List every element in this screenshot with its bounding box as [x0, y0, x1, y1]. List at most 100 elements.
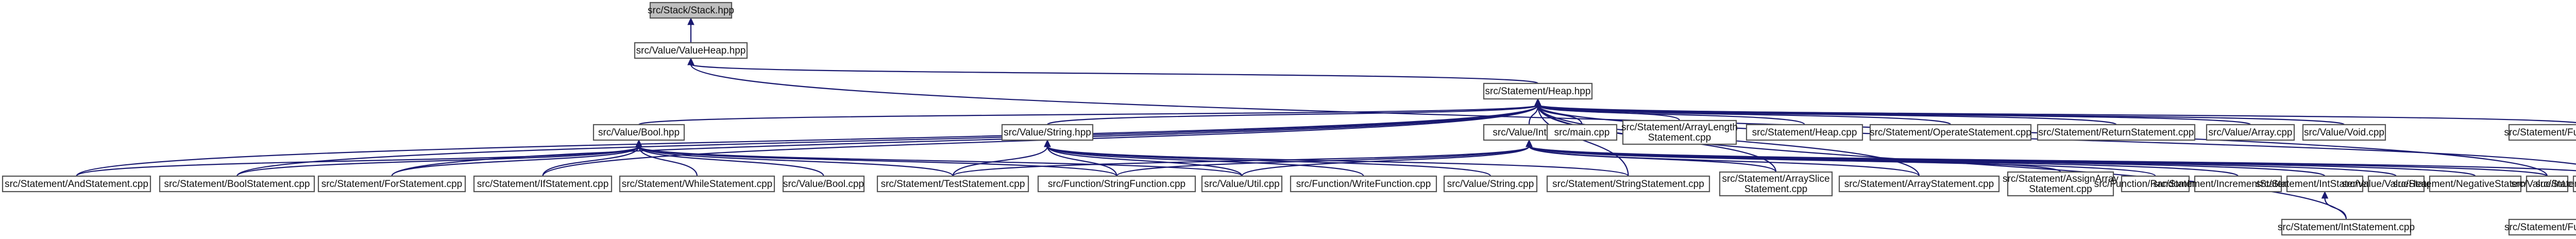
node-boolstmt-cpp[interactable]: src/Statement/BoolStatement.cpp [159, 175, 315, 193]
node-label: src/Function/RandomInt.cpp [2094, 179, 2217, 190]
node-box[interactable] [592, 124, 685, 141]
node-void-cpp[interactable]: src/Value/Void.cpp [2302, 124, 2386, 141]
node-box[interactable] [649, 2, 733, 19]
node-box[interactable] [2429, 175, 2522, 193]
node-box[interactable] [2121, 175, 2190, 193]
node-funcstmt-cpp[interactable]: src/Statement/FunctionStatement.cpp [2504, 218, 2576, 236]
node-box[interactable] [619, 175, 775, 193]
node-bool-cpp[interactable]: src/Value/Bool.cpp [782, 175, 865, 193]
node-stmtheap-cpp[interactable]: src/Statement/Heap.cpp [1745, 124, 1863, 141]
edge-arrowhead [687, 57, 694, 65]
node-box[interactable] [1290, 175, 1437, 193]
node-stringfunc-cpp[interactable]: src/Function/StringFunction.cpp [1037, 175, 1196, 193]
node-negative-cpp[interactable]: src/Statement/NegativeStatement.cpp [2393, 175, 2558, 193]
node-box[interactable] [2508, 218, 2576, 236]
node-array-cpp[interactable]: src/Value/Array.cpp [2206, 124, 2295, 141]
node-label: src/Statement/Heap.cpp [1752, 127, 1857, 138]
node-box[interactable] [2206, 124, 2295, 141]
node-box[interactable] [2572, 175, 2576, 193]
edge-arrowhead [1526, 139, 1533, 147]
edge-arrowhead [1044, 139, 1051, 147]
edge-stringfunc_cpp-to-string_hpp [1046, 146, 1117, 177]
node-box[interactable] [1546, 124, 1618, 141]
node-randomint-cpp[interactable]: src/Function/RandomInt.cpp [2094, 175, 2217, 193]
node-util-cpp[interactable]: src/Value/Util.cpp [1201, 175, 1283, 193]
node-stmtheap-hpp[interactable]: src/Statement/Heap.hpp [1483, 82, 1593, 100]
node-box[interactable] [2037, 124, 2196, 141]
node-box[interactable] [1546, 175, 1710, 193]
node-box[interactable] [2194, 175, 2282, 193]
node-box[interactable] [2286, 175, 2364, 193]
node-box[interactable] [876, 175, 1029, 193]
node-box[interactable] [2, 175, 151, 193]
node-arraystmt-cpp[interactable]: src/Statement/ArrayStatement.cpp [1838, 175, 2000, 193]
edge-valueheap_cpp-to-int_hpp [1528, 145, 2397, 177]
node-box[interactable] [1838, 175, 2000, 193]
node-box[interactable] [2302, 124, 2386, 141]
node-label: src/Function/StringFunction.cpp [1048, 179, 1185, 190]
node-box[interactable] [1001, 124, 1094, 141]
node-box[interactable] [1622, 120, 1737, 145]
node-if-cpp[interactable]: src/Statement/IfStatement.cpp [473, 175, 613, 193]
edge-for_cpp-to-stmtheap_hpp [391, 105, 1539, 177]
node-label: src/Statement/IncrementStatement.cpp [2153, 179, 2323, 190]
edge-boolstmt_cpp-to-stmtheap_hpp [236, 105, 1539, 177]
node-test-cpp[interactable]: src/Statement/TestStatement.cpp [876, 175, 1029, 193]
edge-util_cpp-to-int_hpp [1241, 146, 1530, 177]
node-box[interactable] [2367, 175, 2425, 193]
node-main-cpp[interactable]: src/main.cpp [1546, 124, 1618, 141]
node-operate-cpp[interactable]: src/Statement/OperateStatement.cpp [1869, 124, 2032, 141]
node-int-cpp[interactable]: src/Value/Int.cpp [2511, 175, 2576, 193]
node-label: src/Statement/FunctionStatement.cpp [2504, 222, 2576, 233]
node-return-cpp[interactable]: src/Statement/ReturnStatement.cpp [2037, 124, 2196, 141]
node-funcstmt-hpp[interactable]: src/Statement/FunctionStatement.hpp [2504, 124, 2576, 141]
node-label: src/Value/String.cpp [1447, 179, 1534, 190]
nodes-layer: src/Stack/Stack.hpp src/Value/ValueHeap.h… [2, 2, 2576, 236]
node-intstmt-hpp[interactable]: src/Statement/IntStatement.hpp [2256, 175, 2394, 193]
node-while-cpp[interactable]: src/Statement/WhileStatement.cpp [619, 175, 775, 193]
node-box[interactable] [473, 175, 613, 193]
node-label: src/Statement/BoolStatement.cpp [164, 179, 310, 190]
node-label: src/Statement/WhileStatement.cpp [622, 179, 773, 190]
edge-arrowhead [2321, 191, 2329, 199]
node-box[interactable] [1483, 82, 1593, 100]
node-label: src/Statement/ArrayStatement.cpp [1844, 179, 1994, 190]
node-box[interactable] [1745, 124, 1863, 141]
node-box[interactable] [159, 175, 315, 193]
node-bool-hpp[interactable]: src/Value/Bool.hpp [592, 124, 685, 141]
node-getarray-cpp[interactable]: src/Statement/GetArrayStatement.cpp [2535, 175, 2576, 193]
node-intstmt-cpp[interactable]: src/Statement/IntStatement.cpp [2278, 218, 2415, 236]
node-box[interactable] [1443, 175, 1538, 193]
node-string-hpp[interactable]: src/Value/String.hpp [1001, 124, 1094, 141]
node-label: src/Statement/ReturnStatement.cpp [2038, 127, 2194, 138]
node-box[interactable] [1719, 171, 1833, 197]
edge-stmtheap_hpp-to-valueheap_hpp [690, 63, 1539, 84]
node-valueheap-hpp[interactable]: src/Value/ValueHeap.hpp [634, 42, 748, 59]
node-box[interactable] [782, 175, 865, 193]
node-box[interactable] [1201, 175, 1283, 193]
node-string-cpp[interactable]: src/Value/String.cpp [1443, 175, 1538, 193]
node-box[interactable] [2281, 218, 2412, 236]
node-and-cpp[interactable]: src/Statement/AndStatement.cpp [2, 175, 151, 193]
edge-void_cpp-to-stmtheap_hpp [1537, 104, 2345, 126]
node-increment-cpp[interactable]: src/Statement/IncrementStatement.cpp [2153, 175, 2323, 193]
node-box[interactable] [1037, 175, 1196, 193]
node-box[interactable] [2526, 175, 2569, 193]
node-label: src/Statement/TestStatement.cpp [881, 179, 1025, 190]
node-box[interactable] [2508, 124, 2576, 141]
node-box[interactable] [634, 42, 748, 59]
node-for-cpp[interactable]: src/Statement/ForStatement.cpp [317, 175, 466, 193]
edge-test_cpp-to-bool_hpp [638, 146, 954, 177]
node-label: src/Statement/AssignArray [2003, 174, 2119, 184]
node-writefunc-cpp[interactable]: src/Function/WriteFunction.cpp [1290, 175, 1437, 193]
node-stack-hpp[interactable]: src/Stack/Stack.hpp [648, 2, 734, 19]
node-box[interactable] [2007, 171, 2114, 197]
node-valueheap-cpp[interactable]: src/Value/ValueHeap.cpp [2342, 175, 2451, 193]
node-stringstmt-cpp[interactable]: src/Statement/StringStatement.cpp [1546, 175, 1710, 193]
node-box[interactable] [1869, 124, 2032, 141]
node-box[interactable] [317, 175, 466, 193]
node-label: src/Value/Void.cpp [2304, 127, 2384, 138]
